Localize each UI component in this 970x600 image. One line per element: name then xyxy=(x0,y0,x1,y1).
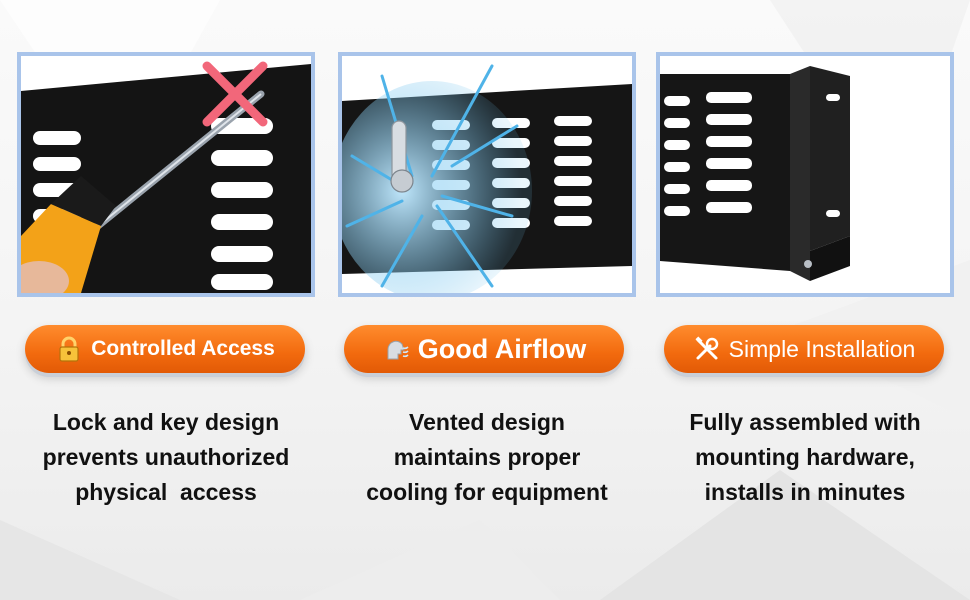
feature-simple-installation: Simple Installation Fully assembled with… xyxy=(656,52,954,505)
controlled-access-description: Lock and key design prevents unauthorize… xyxy=(17,405,315,510)
good-airflow-label: Good Airflow xyxy=(417,333,587,364)
controlled-access-badge: Controlled Access xyxy=(25,325,305,373)
simple-installation-label: Simple Installation xyxy=(728,335,916,362)
photo-screwdriver-panel xyxy=(17,52,315,297)
controlled-access-label: Controlled Access xyxy=(91,337,275,360)
airflow-head-icon xyxy=(382,335,410,363)
description-line: prevents unauthorized xyxy=(42,444,290,470)
description-line: physical access xyxy=(75,479,257,505)
description-line: Vented design xyxy=(409,409,565,435)
description-line: mounting hardware, xyxy=(695,444,915,470)
description-line: installs in minutes xyxy=(704,479,906,505)
good-airflow-badge: Good Airflow xyxy=(344,325,624,373)
photo-airflow-panel xyxy=(338,52,636,297)
description-line: Lock and key design xyxy=(52,409,280,435)
tools-icon xyxy=(693,335,721,363)
feature-good-airflow: Good Airflow Vented design maintains pro… xyxy=(338,52,636,505)
description-line: cooling for equipment xyxy=(366,479,608,505)
description-line: maintains proper xyxy=(393,444,581,470)
padlock-icon xyxy=(55,335,83,363)
description-line: Fully assembled with xyxy=(689,409,921,435)
simple-installation-badge: Simple Installation xyxy=(664,325,944,373)
good-airflow-description: Vented design maintains proper cooling f… xyxy=(338,405,636,510)
photo-mounting-bracket xyxy=(656,52,954,297)
simple-installation-description: Fully assembled with mounting hardware, … xyxy=(656,405,954,510)
feature-controlled-access: Controlled Access Lock and key design pr… xyxy=(17,52,315,505)
